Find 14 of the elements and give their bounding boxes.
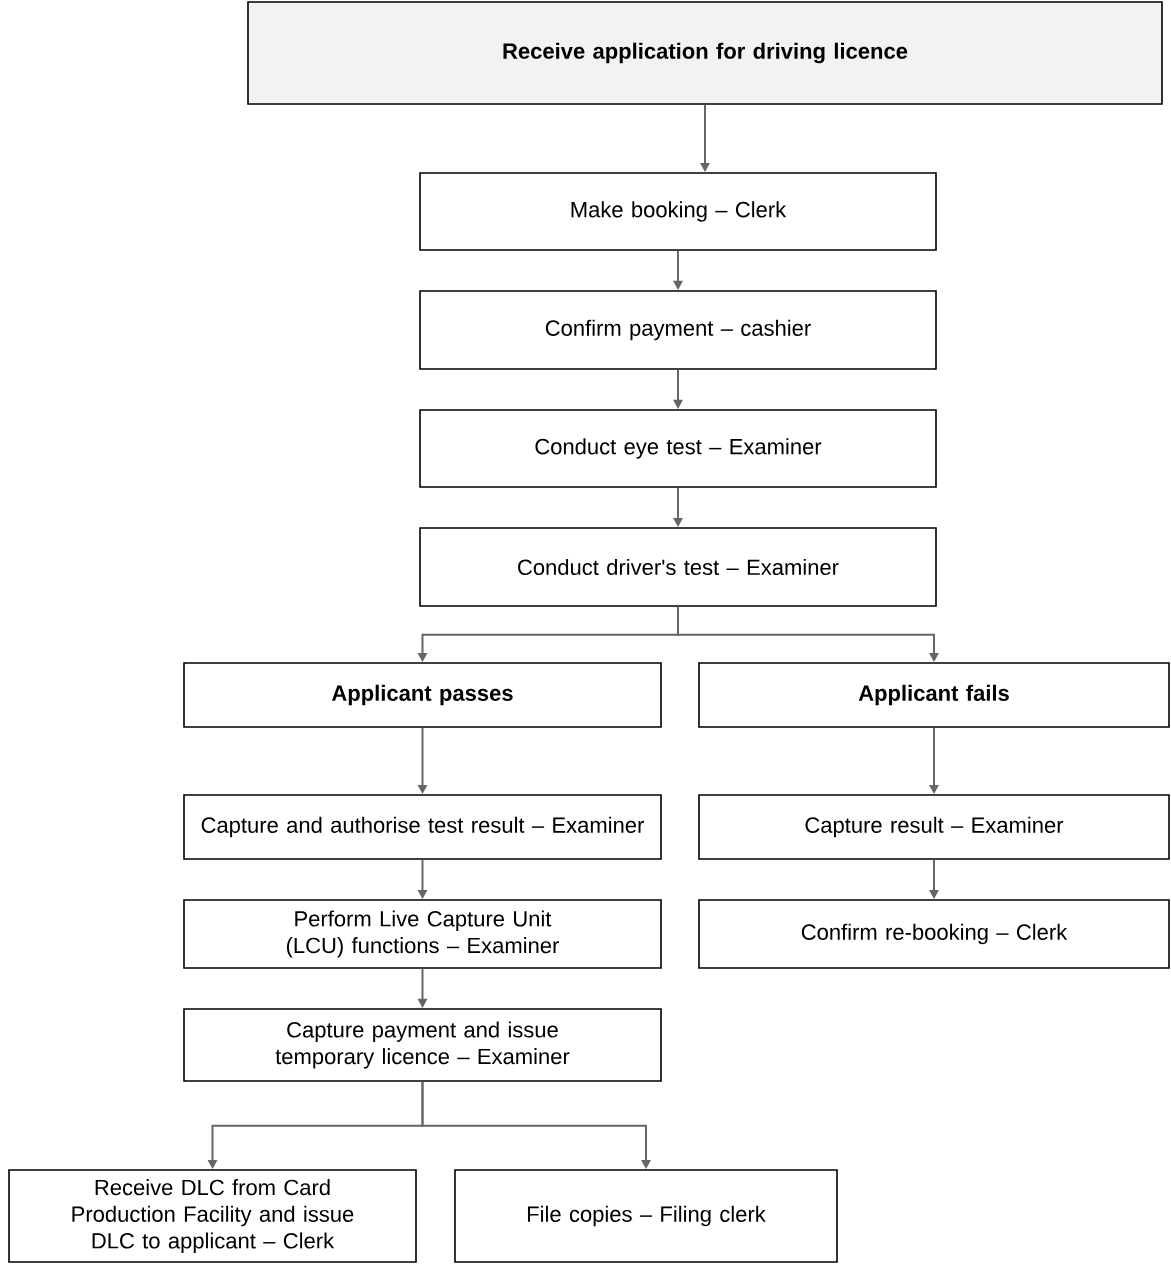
process-box: Receive DLC from Card Production Facility and issue DLC to applicant – Clerk (8, 1169, 417, 1263)
process-box: Confirm re-booking – Clerk (698, 899, 1170, 969)
process-box: Confirm payment – cashier (419, 290, 937, 370)
process-box: Capture payment and issue temporary licence – Examiner (183, 1008, 662, 1082)
outcome-box: Applicant passes (183, 662, 662, 728)
outcome-box: Applicant fails (698, 662, 1170, 728)
process-box: File copies – Filing clerk (454, 1169, 838, 1263)
process-box: Capture and authorise test result – Examiner (183, 794, 662, 860)
process-box: Conduct driver's test – Examiner (419, 527, 937, 607)
process-box: Make booking – Clerk (419, 172, 937, 251)
process-box: Perform Live Capture Unit (LCU) functions – Examiner (183, 899, 662, 969)
process-box: Conduct eye test – Examiner (419, 409, 937, 488)
title-box: Receive application for driving licence (247, 1, 1163, 105)
process-box: Capture result – Examiner (698, 794, 1170, 860)
